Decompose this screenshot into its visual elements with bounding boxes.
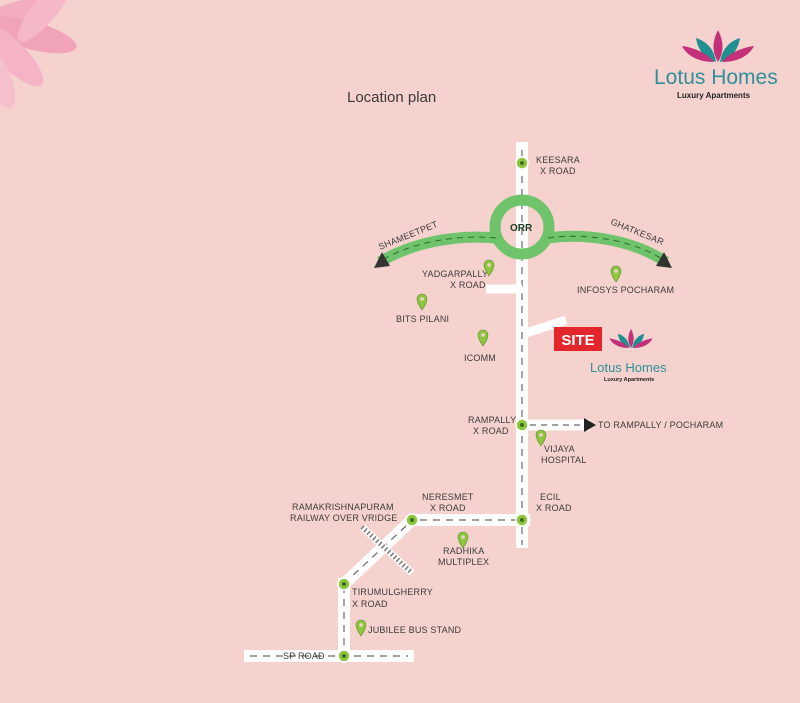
neresmet-label-2: X ROAD — [430, 503, 466, 513]
arrow-right-icon — [656, 252, 672, 268]
to-rampally-label: TO RAMPALLY / POCHARAM — [598, 420, 723, 430]
lotus-icon — [609, 328, 653, 348]
tirumulgherry-label: TIRUMULGHERRY — [352, 587, 433, 597]
neresmet-junction — [405, 513, 419, 527]
keesara-label: KEESARA — [536, 155, 580, 165]
keesara-junction — [515, 156, 529, 170]
corner-flower-decoration — [0, 0, 77, 109]
site-brand-name: Lotus Homes — [590, 360, 667, 375]
brand-logo: Lotus Homes Luxury Apartments — [654, 30, 778, 100]
ecil-label: ECIL — [540, 492, 561, 502]
rampally-label: RAMPALLY — [468, 415, 516, 425]
site-brand-tagline: Luxury Apartments — [604, 377, 654, 383]
rampally-label-2: X ROAD — [473, 426, 509, 436]
jubilee-label: JUBILEE BUS STAND — [368, 625, 462, 635]
ramakrishnapuram-label-2: RAILWAY OVER VRIDGE — [290, 513, 398, 523]
bits-pin-icon — [416, 293, 428, 311]
bits-label: BITS PILANI — [396, 314, 449, 324]
neresmet-label: NERESMET — [422, 492, 474, 502]
icomm-label: ICOMM — [464, 353, 496, 363]
vijaya-label: VIJAYA — [544, 444, 575, 454]
yadgarpally-label: YADGARPALLY — [422, 269, 488, 279]
jubilee-pin-icon — [355, 619, 367, 637]
tirumulgherry-label-2: X ROAD — [352, 599, 388, 609]
ramakrishnapuram-label: RAMAKRISHNAPURAM — [292, 502, 394, 512]
orr-label: ORR — [510, 223, 533, 234]
outer-ring-road — [374, 194, 672, 268]
radhika-label-2: MULTIPLEX — [438, 557, 489, 567]
brand-name: Lotus Homes — [654, 66, 778, 89]
vijaya-label-2: HOSPITAL — [541, 455, 586, 465]
page-title: Location plan — [347, 89, 436, 106]
site-marker: SITE — [554, 327, 602, 351]
site-label: SITE — [561, 332, 594, 349]
road-network — [244, 142, 596, 662]
ecil-label-2: X ROAD — [536, 503, 572, 513]
rampally-junction — [515, 418, 529, 432]
sp-road-label: SP ROAD — [283, 651, 325, 661]
lotus-icon — [682, 30, 754, 62]
arrow-left-icon — [374, 252, 390, 268]
site-brand-logo: Lotus Homes Luxury Apartments — [590, 328, 667, 383]
site-access-road — [524, 315, 568, 338]
radhika-label: RADHIKA — [443, 546, 484, 556]
keesara-label-2: X ROAD — [540, 166, 576, 176]
sp-road-junction — [337, 649, 351, 663]
infosys-label: INFOSYS POCHARAM — [577, 285, 674, 295]
ecil-junction — [515, 513, 529, 527]
yadgarpally-label-2: X ROAD — [450, 280, 486, 290]
brand-tagline: Luxury Apartments — [677, 91, 751, 100]
tirumulgherry-junction — [337, 577, 351, 591]
infosys-pin-icon — [610, 265, 622, 283]
icomm-pin-icon — [477, 329, 489, 347]
arrow-right-icon — [584, 418, 596, 432]
